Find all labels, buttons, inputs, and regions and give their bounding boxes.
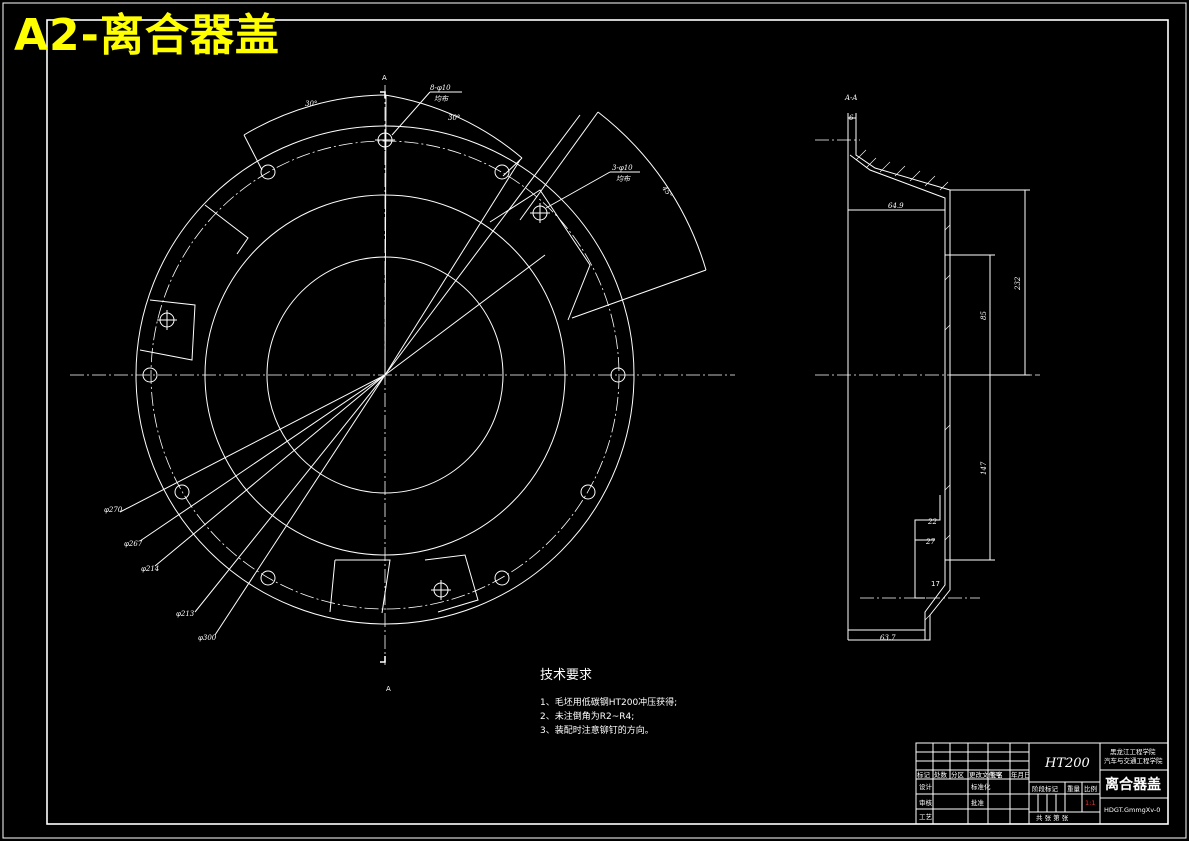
lug-bottom <box>424 554 479 613</box>
dia-label-214: φ214 <box>141 565 159 573</box>
section-view-title: A-A <box>844 94 857 102</box>
dia-label-300: φ300 <box>198 634 217 642</box>
middle-circle <box>204 194 566 556</box>
requirement-item-1: 1、毛坯用低碳钢HT200冲压获得; <box>540 696 677 708</box>
tb-design: 设计 <box>919 782 933 791</box>
school-line-1: 黑龙江工程学院 <box>1110 747 1156 756</box>
tb-row-label-date: 年月日 <box>1011 770 1031 779</box>
front-view: 30° 30° 45° φ270 φ267 φ214 φ213 φ300 8-φ… <box>70 74 735 693</box>
radial-leaders <box>119 94 581 636</box>
angle-label-a: 30° <box>305 100 317 108</box>
title-block: HT200 黑龙江工程学院 汽车与交通工程学院 离合器盖 标记 处数 分区 更改… <box>915 742 1169 825</box>
angle-arc-45 <box>597 111 707 271</box>
drawing-frame <box>46 19 1169 825</box>
bolt-hole <box>610 367 626 383</box>
tb-row-label-mark: 标记 <box>917 770 931 779</box>
tb-stage: 阶段标记 <box>1032 784 1059 793</box>
dia-label-213: φ213 <box>176 610 195 618</box>
angle-arc-left <box>243 94 386 136</box>
tb-process: 工艺 <box>919 813 933 821</box>
lug-left <box>139 299 196 361</box>
notch-right <box>489 189 591 321</box>
tb-sheet: 共 张 第 张 <box>1036 813 1069 822</box>
notch-upper-left <box>204 204 249 255</box>
bolt-hole <box>494 164 510 180</box>
dim-17: 17 <box>931 580 940 588</box>
part-name: 离合器盖 <box>1105 776 1161 793</box>
holes-top-label: 8-φ10 <box>430 84 451 92</box>
dim-width-lower: 63.7 <box>880 634 896 642</box>
requirement-item-3: 3、装配时注意铆钉的方向。 <box>540 724 654 736</box>
tb-scale: 比例 <box>1084 784 1097 793</box>
bolt-hole <box>142 367 158 383</box>
section-profile-inner <box>849 154 946 640</box>
tb-drawing-no: HDGT.GmmgXv-0 <box>1104 806 1160 814</box>
dia-label-267: φ267 <box>124 540 143 548</box>
dim-height-lower: 147 <box>980 461 988 475</box>
section-profile-outer <box>848 117 951 641</box>
drawing-banner-title: A2-离合器盖 <box>14 10 280 61</box>
technical-requirements: 技术要求 1、毛坯用低碳钢HT200冲压获得; 2、未注倒角为R2~R4; 3、… <box>540 668 677 736</box>
notch-bottom <box>335 559 391 614</box>
tb-row-label-count: 处数 <box>934 770 948 779</box>
tb-standardize: 标准化 <box>971 782 991 791</box>
tb-review: 审核 <box>919 798 933 807</box>
bolt-hole <box>174 484 190 500</box>
requirements-heading: 技术要求 <box>540 668 592 683</box>
bolt-hole <box>494 570 510 586</box>
angle-arc-right <box>384 94 523 159</box>
holes-top-note: 均布 <box>434 95 449 103</box>
tb-row-label-change: 更改文件号 <box>969 770 1002 779</box>
dim-height-inner: 85 <box>980 311 988 320</box>
holes-right-label: 3-φ10 <box>612 164 633 172</box>
tb-weight: 重量 <box>1067 785 1081 793</box>
tb-scale-value: 1:1 <box>1085 799 1095 807</box>
material-label: HT200 <box>1044 756 1090 771</box>
tb-row-label-zone: 分区 <box>951 770 965 779</box>
bolt-holes <box>142 132 626 598</box>
dia-label-270: φ270 <box>104 506 123 514</box>
dim-27: 27 <box>925 538 935 546</box>
tb-row-label-sign: 签名 <box>990 770 1003 779</box>
dim-height-overall: 232 <box>1014 276 1022 291</box>
angle-label-b: 30° <box>448 114 460 122</box>
bolt-hole <box>260 570 276 586</box>
section-hatching <box>855 149 951 621</box>
bolt-hole <box>260 164 276 180</box>
dim-top-gap: 6 <box>849 114 854 122</box>
dim-22: 22 <box>927 518 937 526</box>
requirement-item-2: 2、未注倒角为R2~R4; <box>540 710 634 722</box>
angle-label-c: 45° <box>660 184 674 200</box>
dim-width-upper: 64.9 <box>888 202 904 210</box>
section-view: A-A 64.9 232 85 147 <box>815 94 1040 642</box>
outer-flange-circle <box>135 125 635 625</box>
section-mark-bottom: A <box>386 685 391 693</box>
section-mark-top: A <box>382 74 387 82</box>
holes-right-note: 均布 <box>616 175 631 183</box>
school-line-2: 汽车与交通工程学院 <box>1104 756 1163 765</box>
bolt-hole <box>580 484 596 500</box>
tb-approve: 批准 <box>971 798 985 807</box>
